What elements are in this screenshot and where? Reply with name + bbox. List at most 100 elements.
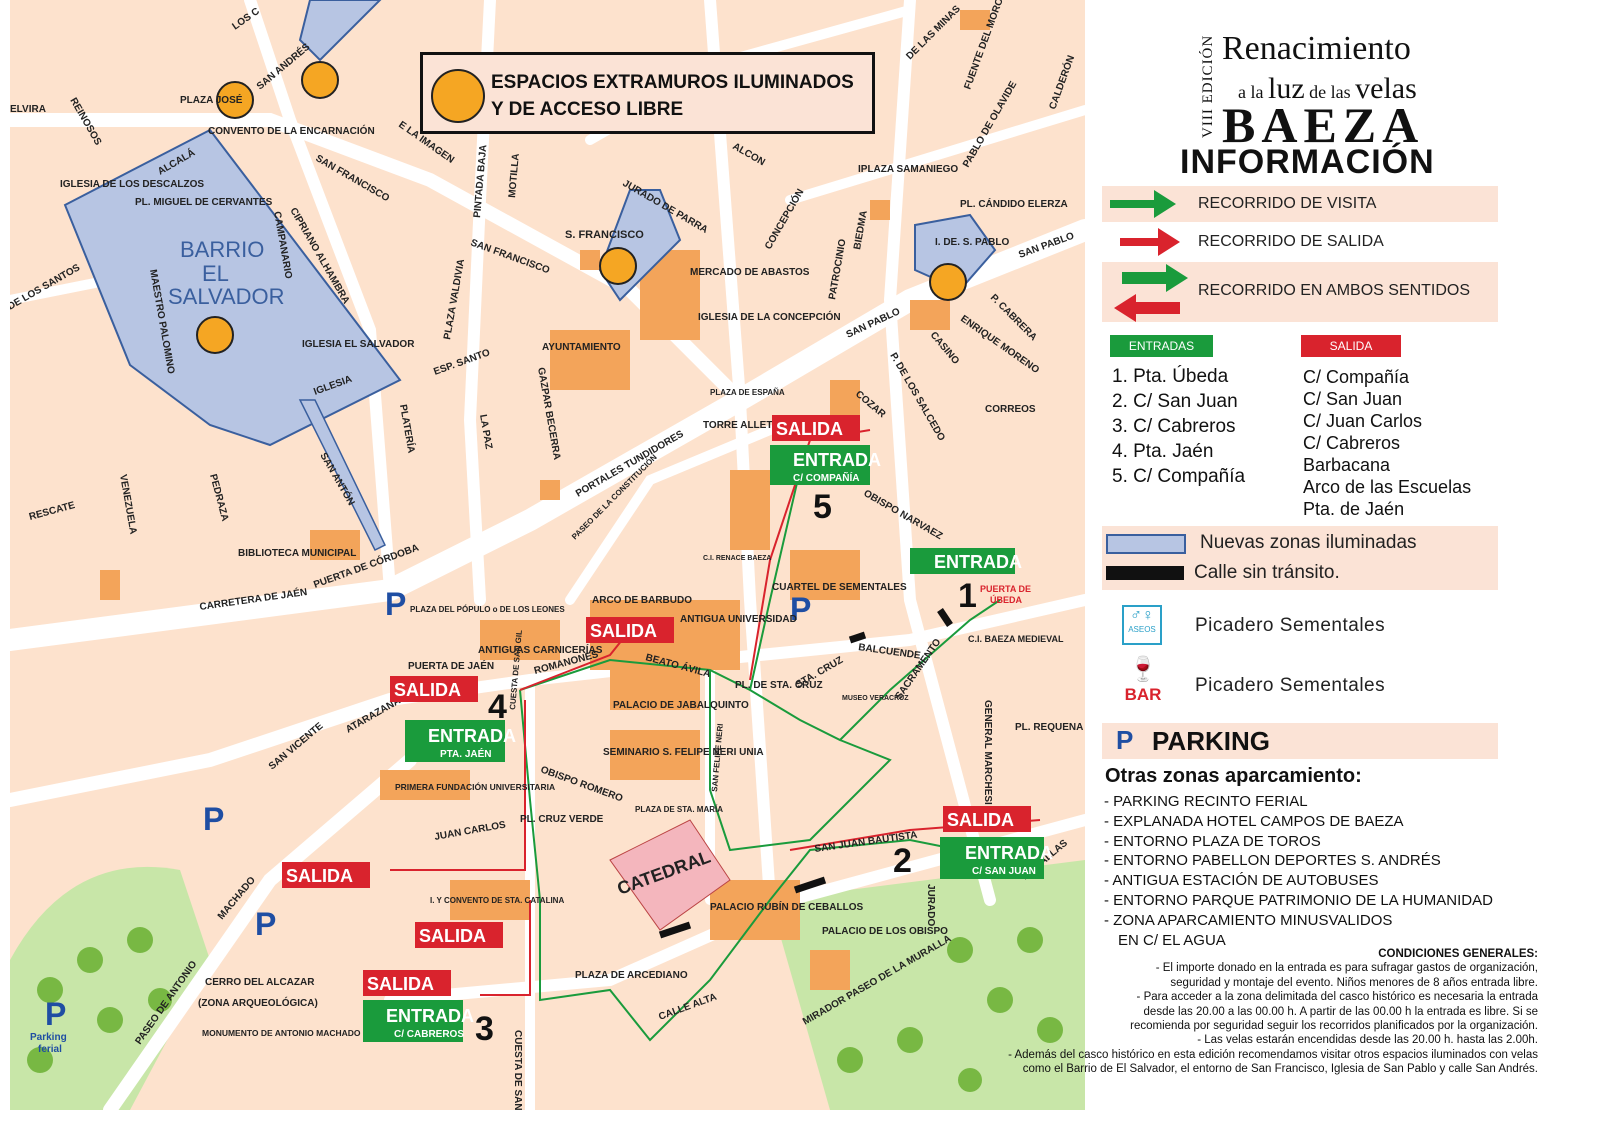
parking-ferial-label: Parking xyxy=(30,1032,67,1043)
route-visit-south xyxy=(519,689,961,1042)
street-label: PALACIO RUBÍN DE CEBALLOS xyxy=(710,900,863,913)
bar-icon: 🍷BAR xyxy=(1124,656,1162,704)
street-label: SALIDA xyxy=(286,866,353,886)
street-label: IGLESIA DE LA CONCEPCIÓN xyxy=(698,310,841,323)
san-andres-zone xyxy=(298,0,382,62)
entrada-item: 5. C/ Compañía xyxy=(1112,466,1246,487)
street-label: MONUMENTO DE ANTONIO MACHADO xyxy=(202,1028,361,1038)
zones-legend: Nuevas zonas iluminadas Calle sin tránsi… xyxy=(1102,526,1498,590)
salida-juan-carlos-badge: SALIDA xyxy=(282,862,370,888)
parking-icon: P xyxy=(790,591,811,627)
street-label: C/ SAN JUAN xyxy=(972,866,1036,877)
street-label: MOTILLA xyxy=(507,153,522,198)
street-label: IGLESIA EL SALVADOR xyxy=(302,339,415,350)
street-label: IPLAZA SAMANIEGO xyxy=(858,164,958,175)
street-label: SALIDA xyxy=(394,680,461,700)
street-label: PUERTA DE JAÉN xyxy=(408,659,494,672)
parking-icon: P xyxy=(1116,725,1134,755)
legend-visit-route: RECORRIDO DE VISITA xyxy=(1102,186,1498,222)
edition-label: VIII EDICIÓN xyxy=(1200,34,1216,138)
closed-street-swatch xyxy=(1106,566,1184,580)
barrio-label: BARRIO xyxy=(180,237,264,262)
barrio-label: EL xyxy=(202,261,229,286)
candle-icon xyxy=(216,81,254,119)
street-label: PL. REQUENA xyxy=(1015,722,1083,733)
route-visit-loop xyxy=(709,670,892,852)
route-compania xyxy=(749,469,801,691)
street-label: CUESTA DE SAN E xyxy=(512,1030,523,1110)
general-conditions: CONDICIONES GENERALES: - El importe dona… xyxy=(1008,948,1538,1076)
salida-barbacana-badge: SALIDA xyxy=(586,617,674,643)
parking-icon: P xyxy=(203,801,224,837)
street-label: PLAZA DE ARCEDIANO xyxy=(575,970,688,981)
candle-icon xyxy=(196,316,234,354)
entry-numbers: 1 2 3 4 5 xyxy=(475,488,977,1048)
parking-legend: P PARKING xyxy=(1102,723,1498,759)
parking-ferial-label: ferial xyxy=(38,1044,62,1055)
salida-item: Arco de las Escuelas xyxy=(1303,477,1472,497)
street-label: PLAZA DE ESPAÑA xyxy=(710,388,785,397)
street-label: ARCO DE BARBUDO xyxy=(592,595,692,606)
logo-text: de las xyxy=(1309,82,1351,102)
toilets-icon: ♂♀ASEOS xyxy=(1122,605,1162,645)
street-label: SALIDA xyxy=(947,810,1014,830)
new-zone-swatch xyxy=(1106,534,1186,554)
salida-pta-jaen-badge: SALIDA xyxy=(390,676,478,702)
bar-legend: 🍷BAR Picadero Sementales xyxy=(1102,655,1498,711)
candle-icon xyxy=(599,247,637,285)
salida-badges: SALIDA SALIDA SALIDA SALIDA SALIDA SALID… xyxy=(282,415,1031,996)
section-title: INFORMACIÓN xyxy=(1180,143,1435,181)
street-label: C/ CABREROS xyxy=(394,1029,464,1040)
toilets-legend: ♂♀ASEOS Picadero Sementales xyxy=(1102,605,1498,649)
street-label: SALIDA xyxy=(590,621,657,641)
street-label: CERRO DEL ALCAZAR xyxy=(205,977,315,988)
entradas-tag: ENTRADAS xyxy=(1110,335,1213,357)
street-label: (ZONA ARQUEOLÓGICA) xyxy=(198,996,318,1009)
candle-icon xyxy=(431,69,485,123)
logo-city: BAEZA xyxy=(1222,97,1425,153)
other-parking-title: Otras zonas aparcamiento: xyxy=(1105,765,1362,787)
candle-icon xyxy=(301,61,339,99)
bidirectional-arrow-icon xyxy=(1114,264,1188,322)
street-label: ANTIGUAS CARNICERÍAS xyxy=(478,643,603,656)
street-label: C.I. RENACE BAEZA xyxy=(703,555,771,562)
catedral-building xyxy=(609,819,731,931)
salida-compania-badge: SALIDA xyxy=(772,415,860,441)
salida-item: C/ San Juan xyxy=(1303,389,1403,409)
street-label: PL. DE STA. CRUZ xyxy=(735,680,823,691)
street-label: IGLESIA DE LOS DESCALZOS xyxy=(60,179,204,190)
street-label: BIBLIOTECA MUNICIPAL xyxy=(238,548,356,559)
street-label: GENERAL MARCHESI xyxy=(982,700,993,805)
street-label: PLAZA JOSÉ xyxy=(180,93,243,106)
parking-icon: P xyxy=(255,906,276,942)
candle-icon xyxy=(929,263,967,301)
salida-item: C/ Compañía xyxy=(1303,367,1410,387)
street-label: TORRE ALLET xyxy=(703,420,772,431)
route-visit xyxy=(519,599,1001,742)
street-label: I. Y CONVENTO DE STA. CATALINA xyxy=(430,896,564,905)
closed-streets xyxy=(658,608,953,939)
legend-both-routes: RECORRIDO EN AMBOS SENTIDOS xyxy=(1102,262,1498,322)
street-label: MUSEO VERACRUZ xyxy=(842,695,909,702)
salida-san-juan-badge: SALIDA xyxy=(943,806,1031,832)
candle-icons xyxy=(196,61,967,354)
street-label: 4 xyxy=(488,688,507,726)
building-blocks xyxy=(100,10,990,990)
red-arrow-icon xyxy=(1120,228,1180,256)
salida-item: C/ Juan Carlos xyxy=(1303,411,1423,431)
street-label: JURADO xyxy=(925,884,936,926)
barrio-el-salvador-zone xyxy=(63,128,402,447)
logo-text: luz xyxy=(1267,72,1305,105)
salida-item: Pta. de Jaén xyxy=(1303,499,1405,519)
street-label: PLAZA DEL PÓPULO o DE LOS LEONES xyxy=(410,605,565,614)
street-label: CUARTEL DE SEMENTALES xyxy=(772,582,907,593)
legend-exit-route: RECORRIDO DE SALIDA xyxy=(1102,226,1498,258)
entrada-item: 4. Pta. Jaén xyxy=(1112,441,1214,462)
street-label: CORREOS xyxy=(985,404,1036,415)
